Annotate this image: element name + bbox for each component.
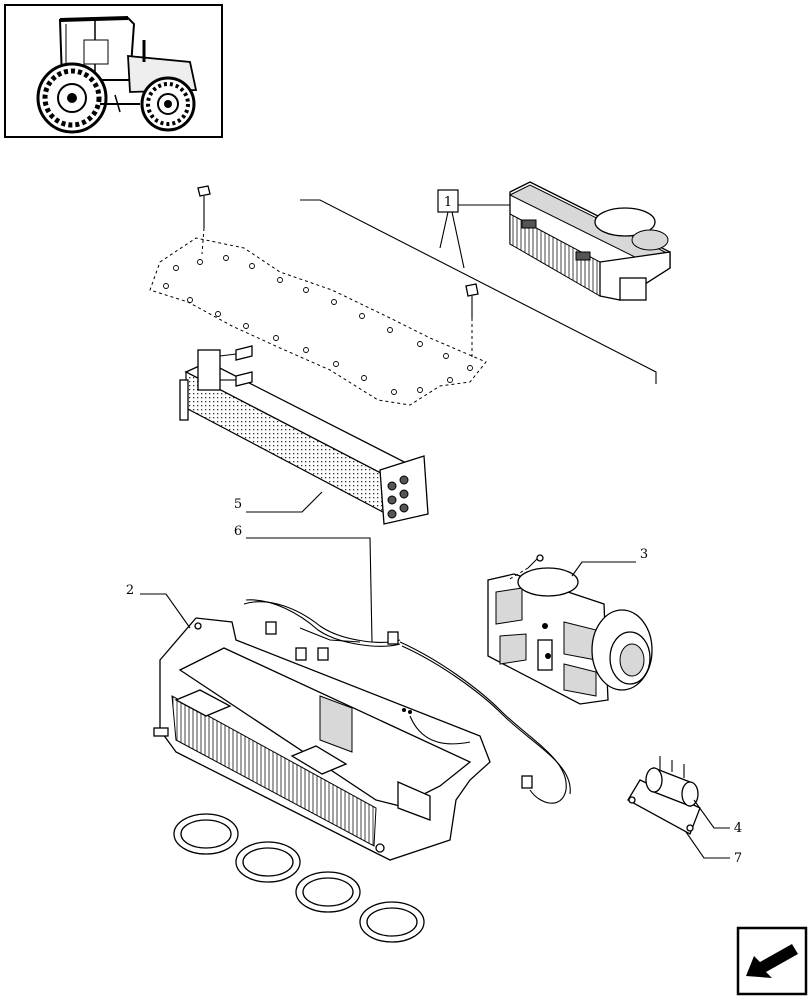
- gasket-plate: [149, 185, 487, 406]
- heat-exchanger: [179, 345, 429, 525]
- leader-line-assembly: [300, 199, 657, 384]
- leader-2: [140, 593, 191, 629]
- leader-5: [246, 491, 323, 513]
- tractor-thumbnail-icon: [4, 4, 223, 138]
- resistor-assembly: [627, 756, 701, 835]
- callout-7: 7: [734, 851, 742, 866]
- leader-6: [246, 537, 373, 643]
- callout-5: 5: [234, 497, 242, 512]
- callout-2: 2: [126, 583, 134, 598]
- callout-6: 6: [234, 524, 242, 539]
- callout-1: 1: [444, 195, 452, 210]
- heater-housing: [153, 599, 571, 861]
- leader-3: [571, 561, 636, 577]
- leader-7: [685, 831, 730, 859]
- callout-3: 3: [640, 547, 648, 562]
- callout-4: 4: [734, 821, 742, 836]
- seal-rings: [173, 813, 425, 943]
- reference-assembly: 1: [437, 181, 671, 301]
- leader-4: [693, 799, 730, 829]
- blower-unit: [487, 554, 653, 705]
- next-page-arrow-icon[interactable]: [736, 926, 808, 996]
